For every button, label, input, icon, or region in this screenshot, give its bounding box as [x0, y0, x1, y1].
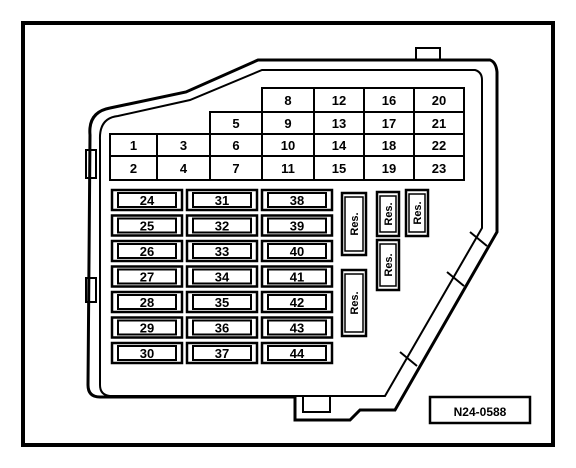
reserve-slot: Res. [375, 190, 401, 238]
fuse-slot: 37 [185, 341, 259, 365]
fuse-slot: 30 [110, 341, 184, 365]
lower-fuse-columns: 24 25 26 27 28 29 30 31 32 33 34 35 36 37 38 39 40 41 42 43… [110, 188, 334, 365]
fuse-number: 19 [382, 161, 396, 176]
fuse-number: 18 [382, 138, 396, 153]
fuse-number: 8 [284, 93, 291, 108]
housing-side-tab-left-lower [85, 277, 97, 303]
top-grid-cell [209, 155, 263, 181]
reserve-slot: Res. [404, 188, 430, 238]
top-grid-cell [261, 155, 315, 181]
fuse-number: 17 [382, 116, 396, 131]
fuse-number: 22 [432, 138, 446, 153]
housing-clip-bottom [302, 397, 331, 413]
fuse-number: 42 [290, 295, 304, 310]
housing-inner-outline [98, 69, 483, 397]
fuse-slot: 25 [110, 214, 184, 237]
fuse-slot: 39 [260, 214, 334, 237]
fuse-number: 38 [290, 193, 304, 208]
fuse-number: 21 [432, 116, 446, 131]
reserve-label: Res. [349, 291, 361, 314]
top-grid-cell [363, 155, 415, 181]
fuse-number: 32 [215, 219, 229, 234]
fuse-slot: 42 [260, 290, 334, 314]
fuse-slot: 44 [260, 341, 334, 365]
fuse-slot: 40 [260, 239, 334, 263]
fuse-number: 44 [290, 346, 305, 361]
figure-code-box [428, 395, 532, 425]
fuse-number: 20 [432, 93, 446, 108]
fuse-slot: 31 [185, 188, 259, 212]
fuse-number: 39 [290, 219, 304, 234]
top-grid-cell [413, 155, 465, 181]
fuse-number: 43 [290, 321, 304, 336]
fuse-slot: 43 [260, 316, 334, 339]
fuse-slot: 26 [110, 239, 184, 263]
fuse-number: 35 [215, 295, 229, 310]
fuse-number: 33 [215, 244, 229, 259]
fuse-number: 16 [382, 93, 396, 108]
fuse-slot: 34 [185, 265, 259, 288]
fuse-slot: 41 [260, 265, 334, 288]
fuse-number: 26 [140, 244, 154, 259]
fuse-number: 40 [290, 244, 304, 259]
fuse-number: 23 [432, 161, 446, 176]
reserve-label: Res. [383, 202, 395, 225]
reserve-label: Res. [412, 201, 424, 224]
fuse-slot: 35 [185, 290, 259, 314]
housing-tab-top [415, 47, 441, 60]
reserve-slot: Res. [375, 238, 401, 292]
reserve-slot: Res. [340, 191, 368, 257]
housing-ridge-right [399, 231, 488, 367]
fuse-slot: 29 [110, 316, 184, 339]
fuse-number: 4 [180, 161, 188, 176]
housing-side-tab-left [85, 149, 97, 179]
reserve-slot: Res. [340, 268, 368, 338]
fuse-number: 2 [130, 161, 137, 176]
fuse-slot: 24 [110, 188, 184, 212]
fuse-number: 37 [215, 346, 229, 361]
fuse-number: 31 [215, 193, 229, 208]
fuse-number: 5 [232, 116, 239, 131]
top-grid-cell [109, 155, 158, 181]
fuse-number: 29 [140, 321, 154, 336]
reserve-slots: Res. Res. Res. Res. Res. [340, 188, 430, 338]
fuse-slot: 33 [185, 239, 259, 263]
fuse-box-housing [85, 47, 499, 422]
fuse-slot: 38 [260, 188, 334, 212]
top-grid-cell [156, 155, 211, 181]
fuse-number: 10 [281, 138, 295, 153]
fuse-number: 41 [290, 270, 304, 285]
fuse-slot: 36 [185, 316, 259, 339]
fuse-slot: 32 [185, 214, 259, 237]
fuse-number: 27 [140, 270, 154, 285]
fuse-slot: 28 [110, 290, 184, 314]
fuse-number: 12 [332, 93, 346, 108]
housing-outer-outline [86, 58, 499, 422]
fuse-number: 34 [215, 270, 230, 285]
figure-code: N24-0588 [454, 405, 507, 419]
fuse-number: 28 [140, 295, 154, 310]
fuse-number: 11 [281, 161, 295, 176]
fuse-slot: 27 [110, 265, 184, 288]
fuse-number: 6 [232, 138, 239, 153]
fuse-number: 13 [332, 116, 346, 131]
fuse-number: 36 [215, 321, 229, 336]
fuse-number: 14 [332, 138, 347, 153]
fuse-number: 3 [180, 138, 187, 153]
reserve-label: Res. [383, 253, 395, 276]
fuse-number: 7 [232, 161, 239, 176]
reserve-label: Res. [349, 212, 361, 235]
fuse-number: 15 [332, 161, 346, 176]
fuse-number: 9 [284, 116, 291, 131]
fuse-number: 24 [140, 193, 155, 208]
fuse-number: 25 [140, 219, 154, 234]
fuse-number: 30 [140, 346, 154, 361]
fuse-number: 1 [130, 138, 137, 153]
